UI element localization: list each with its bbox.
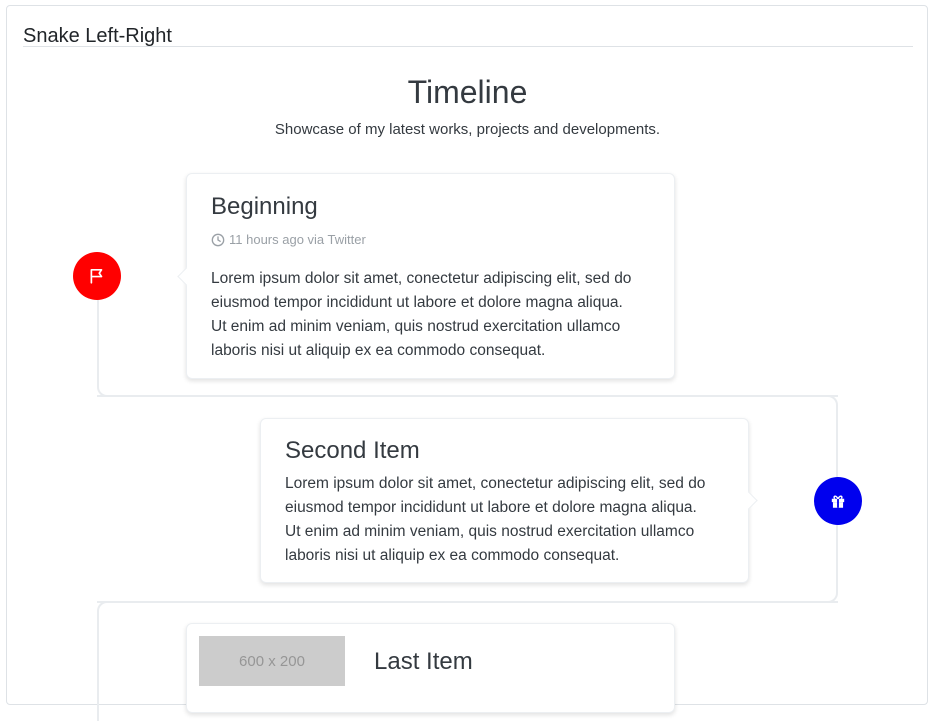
timeline-badge-gift	[814, 477, 862, 525]
timeline-subtitle: Showcase of my latest works, projects an…	[274, 121, 661, 138]
placeholder-image: 600 x 200	[199, 636, 345, 686]
card-meta-text: 11 hours ago via Twitter	[229, 232, 366, 247]
panel-divider	[23, 46, 913, 47]
timeline-card-beginning: Beginning 11 hours ago via Twitter Lorem…	[186, 173, 675, 379]
card-text-line: laboris nisi ut aliquip ex ea commodo co…	[285, 547, 620, 564]
card-text-line: Ut enim ad minim veniam, quis nostrud ex…	[211, 318, 621, 335]
card-text-line: Lorem ipsum dolor sit amet, conectetur a…	[285, 475, 706, 492]
timeline-card-second-item: Second Item Lorem ipsum dolor sit amet, …	[260, 418, 749, 583]
card-text: Lorem ipsum dolor sit amet, conectetur a…	[211, 267, 631, 363]
snake-connector-3	[97, 601, 838, 721]
timeline-card-last-item: 600 x 200 Last Item	[186, 623, 675, 713]
flag-icon	[90, 268, 103, 284]
card-text-line: Ut enim ad minim veniam, quis nostrud ex…	[285, 523, 695, 540]
placeholder-image-text: 600 x 200	[239, 652, 305, 670]
card-text-line: eiusmod tempor incididunt ut labore et d…	[211, 294, 623, 311]
timeline-title: Timeline	[407, 74, 528, 110]
timeline-badge-flag	[73, 252, 121, 300]
card-text-line: Lorem ipsum dolor sit amet, conectetur a…	[211, 270, 632, 287]
card-text-line: eiusmod tempor incididunt ut labore et d…	[285, 499, 697, 516]
card-text-line: laboris nisi ut aliquip ex ea commodo co…	[211, 342, 546, 359]
gift-icon	[831, 495, 845, 508]
clock-icon	[211, 233, 225, 247]
card-title: Last Item	[374, 648, 473, 675]
card-text: Lorem ipsum dolor sit amet, conectetur a…	[285, 472, 705, 568]
card-title: Beginning	[211, 193, 318, 220]
card-meta: 11 hours ago via Twitter	[211, 232, 366, 248]
card-title: Second Item	[285, 437, 420, 464]
panel-title: Snake Left-Right	[23, 25, 172, 47]
